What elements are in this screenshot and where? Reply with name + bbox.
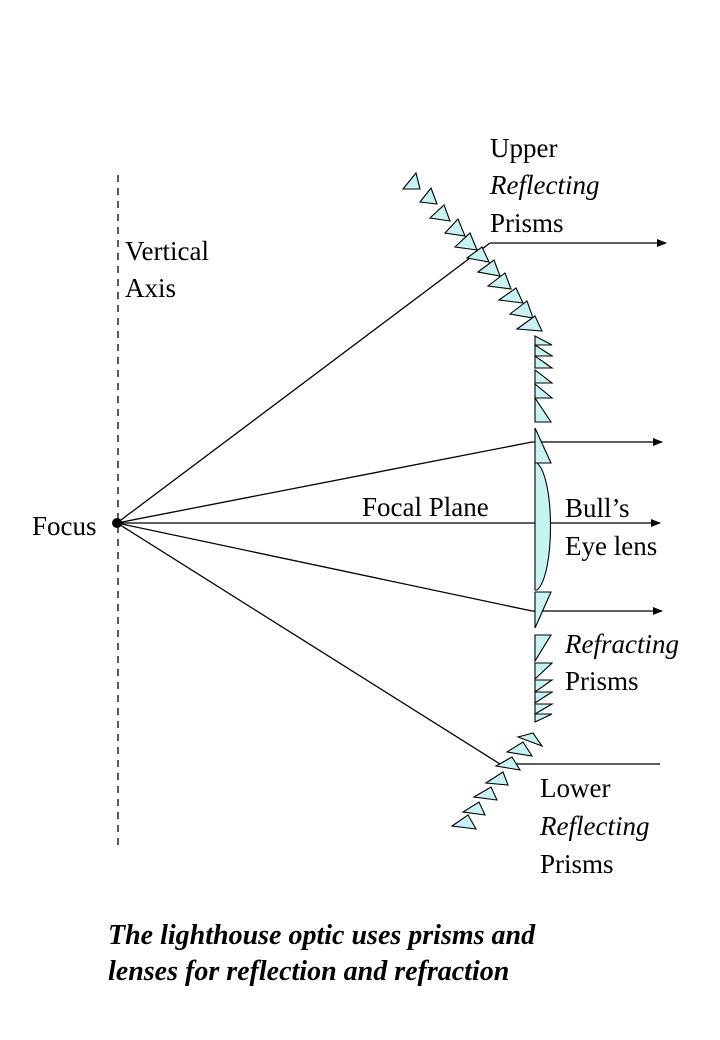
ray-to-upper-prisms xyxy=(116,242,491,524)
lower-refracting-prisms xyxy=(534,591,555,723)
upper-prisms-label-2: Reflecting xyxy=(489,170,599,200)
upper-reflecting-prisms xyxy=(401,171,543,332)
figure-caption: The lighthouse optic uses prisms and len… xyxy=(108,918,668,990)
ray-to-lower-prisms xyxy=(116,522,501,765)
lower-prisms-label-3: Prisms xyxy=(540,849,614,879)
bulls-eye-lens xyxy=(534,462,552,591)
vertical-axis-label-1: Vertical xyxy=(125,236,209,266)
caption-line-1: The lighthouse optic uses prisms and xyxy=(108,920,536,951)
ray-to-upper-refraction xyxy=(116,441,533,524)
upper-refracting-prisms xyxy=(534,335,554,464)
caption-line-2: lenses for reflection and refraction xyxy=(108,956,510,987)
lower-prisms-label-1: Lower xyxy=(540,773,610,803)
vertical-axis-label-2: Axis xyxy=(125,273,176,303)
upper-prisms-label-1: Upper xyxy=(490,133,557,163)
lower-prisms-label-2: Reflecting xyxy=(539,811,649,841)
focus-label: Focus xyxy=(32,511,97,541)
upper-prisms-label-3: Prisms xyxy=(490,208,564,238)
focal-plane-label: Focal Plane xyxy=(362,492,489,522)
lower-reflecting-prisms xyxy=(450,732,544,830)
bulls-eye-label-2: Eye lens xyxy=(565,531,657,561)
ray-to-lower-refraction xyxy=(116,522,533,612)
refracting-prisms-label-2: Prisms xyxy=(565,666,639,696)
bulls-eye-label-1: Bull’s xyxy=(565,493,630,523)
refracting-prisms-label-1: Refracting xyxy=(564,629,679,659)
